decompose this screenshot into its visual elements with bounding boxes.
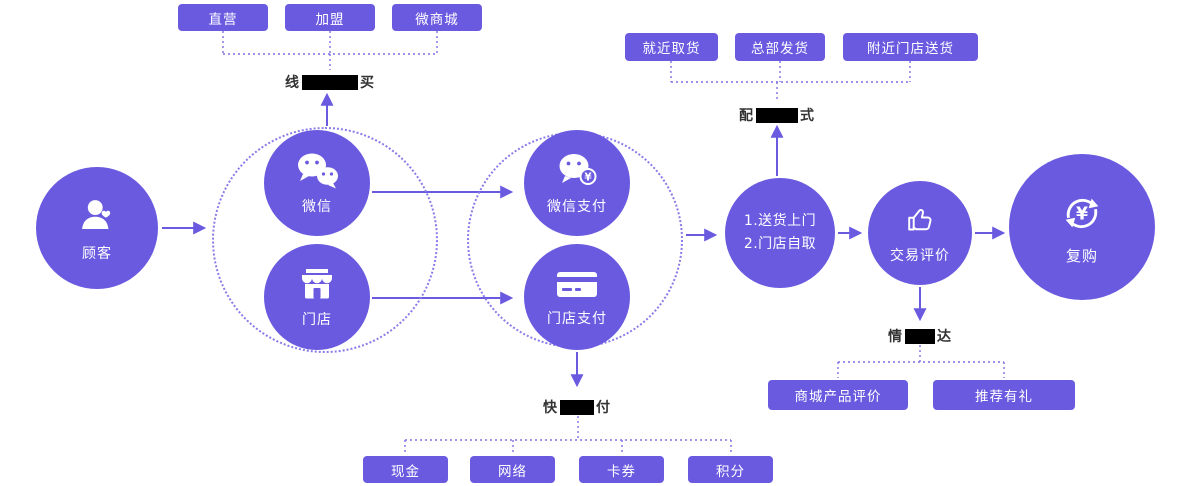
review-button-referral-reward: 推荐有礼 bbox=[933, 380, 1075, 410]
delivery-button-nearby-pickup-label: 就近取货 bbox=[642, 41, 701, 57]
delivery-button-hq-shipping-label: 总部发货 bbox=[751, 41, 809, 57]
channel-button-direct: 直营 bbox=[178, 4, 268, 31]
caption-emotion-left: 情 bbox=[888, 329, 903, 345]
delivery-node-line2: 2.门店自取 bbox=[743, 236, 817, 252]
store-label: 门店 bbox=[302, 311, 332, 328]
caption-emotion: 情 达 bbox=[888, 326, 952, 346]
wechat-pay-icon: ¥ bbox=[555, 151, 599, 189]
channel-button-franchise: 加盟 bbox=[285, 4, 375, 31]
pay-button-card-coupon-label: 卡券 bbox=[607, 463, 636, 480]
purchase-group-outline bbox=[212, 127, 438, 353]
wechat-node: 微信 bbox=[264, 130, 370, 236]
pay-button-cash-label: 现金 bbox=[391, 463, 420, 480]
dotted-channel-bracket bbox=[222, 31, 438, 70]
dotted-emotion-bracket bbox=[837, 345, 1005, 378]
store-pay-label: 门店支付 bbox=[547, 310, 607, 327]
pay-button-points: 积分 bbox=[688, 456, 773, 483]
pay-button-cash: 现金 bbox=[363, 456, 448, 483]
caption-quick-pay-right: 付 bbox=[596, 400, 611, 416]
delivery-button-hq-shipping: 总部发货 bbox=[735, 33, 825, 61]
review-button-mall-product-review-label: 商城产品评价 bbox=[794, 389, 882, 405]
thumbs-up-icon bbox=[902, 202, 938, 238]
dotted-quickpay-bracket bbox=[404, 416, 732, 455]
caption-online-purchase-left: 线 bbox=[285, 75, 300, 91]
caption-delivery-method: 配 式 bbox=[739, 105, 815, 125]
repurchase-node: ¥ 复购 bbox=[1009, 154, 1155, 300]
review-button-referral-reward-label: 推荐有礼 bbox=[975, 389, 1033, 405]
channel-button-micro-mall-label: 微商城 bbox=[415, 11, 459, 28]
yen-glyph: ¥ bbox=[584, 171, 592, 183]
redaction-box bbox=[756, 107, 798, 123]
review-node: 交易评价 bbox=[868, 181, 972, 285]
pay-button-card-coupon: 卡券 bbox=[579, 456, 664, 483]
store-node: 门店 bbox=[264, 244, 370, 350]
channel-button-franchise-label: 加盟 bbox=[315, 11, 345, 28]
channel-button-direct-label: 直营 bbox=[208, 11, 238, 28]
bank-card-icon bbox=[555, 267, 599, 301]
wechat-pay-label: 微信支付 bbox=[547, 198, 607, 215]
caption-online-purchase-right: 买 bbox=[360, 75, 375, 91]
redaction-box bbox=[302, 74, 358, 90]
delivery-button-nearby-store-delivery: 附近门店送货 bbox=[843, 33, 978, 61]
caption-online-purchase: 线 买 bbox=[285, 72, 375, 92]
yen-glyph: ¥ bbox=[1076, 205, 1088, 225]
delivery-node-line1: 1.送货上门 bbox=[743, 213, 817, 229]
caption-emotion-right: 达 bbox=[937, 329, 952, 345]
customer-label: 顾客 bbox=[82, 245, 112, 262]
repurchase-label: 复购 bbox=[1065, 247, 1098, 265]
caption-delivery-method-right: 式 bbox=[800, 108, 815, 124]
dotted-delivery-bracket bbox=[670, 61, 911, 102]
review-label: 交易评价 bbox=[890, 247, 950, 264]
caption-quick-pay-left: 快 bbox=[543, 400, 558, 416]
delivery-button-nearby-store-delivery-label: 附近门店送货 bbox=[867, 41, 954, 57]
wechat-label: 微信 bbox=[302, 198, 332, 215]
channel-button-micro-mall: 微商城 bbox=[392, 4, 482, 31]
delivery-button-nearby-pickup: 就近取货 bbox=[625, 33, 718, 61]
caption-quick-pay: 快 付 bbox=[543, 397, 611, 417]
redaction-box bbox=[905, 328, 935, 344]
person-heart-icon bbox=[75, 194, 119, 236]
wechat-pay-node: ¥ 微信支付 bbox=[524, 130, 630, 236]
repeat-yen-icon: ¥ bbox=[1057, 188, 1107, 238]
pay-button-network: 网络 bbox=[470, 456, 555, 483]
delivery-node: 1.送货上门 2.门店自取 bbox=[725, 178, 835, 288]
pay-button-points-label: 积分 bbox=[716, 463, 745, 480]
storefront-icon bbox=[297, 266, 337, 302]
review-button-mall-product-review: 商城产品评价 bbox=[768, 380, 908, 410]
pay-button-network-label: 网络 bbox=[498, 463, 527, 480]
caption-delivery-method-left: 配 bbox=[739, 108, 754, 124]
store-pay-node: 门店支付 bbox=[524, 244, 630, 350]
wechat-icon bbox=[295, 151, 339, 189]
redaction-box bbox=[560, 399, 594, 415]
customer-node: 顾客 bbox=[36, 167, 158, 289]
